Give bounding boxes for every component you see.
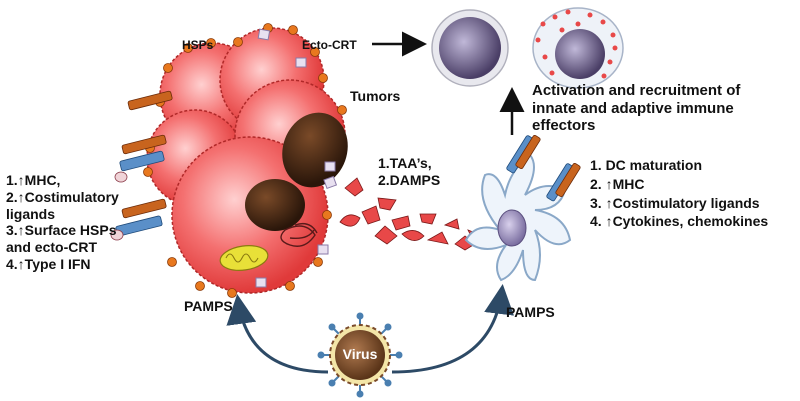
label-dc-changes: 1. DC maturation 2. ↑MHC 3. ↑Costimulato… — [590, 157, 769, 230]
label-virus: Virus — [342, 346, 378, 362]
label-tumor-changes: 1.↑MHC, 2.↑Costimulatory ligands 3.↑Surf… — [6, 172, 119, 272]
label-hsps: HSPs — [182, 38, 214, 52]
label-tumors: Tumors — [350, 88, 401, 104]
arrow-virus-to-dc — [391, 284, 514, 374]
virus-particle — [317, 312, 403, 398]
tumor-mhc-receptors — [110, 90, 173, 241]
tumor-debris — [339, 177, 479, 251]
tumor-cell-cluster — [110, 23, 348, 298]
lymphocyte — [431, 9, 509, 87]
label-pamps-right: PAMPS — [506, 304, 555, 320]
label-activation: Activation and recruitment of innate and… — [532, 82, 741, 135]
label-ecto-crt: Ecto-CRT — [302, 38, 357, 52]
activated-lymphocyte — [532, 7, 624, 89]
arrow-virus-to-tumor — [226, 294, 329, 374]
label-danger-signals: 1.TAA’s, 2.DAMPS — [378, 155, 441, 188]
label-pamps-left: PAMPS — [184, 298, 233, 314]
mitochondrion-icon — [219, 245, 269, 271]
dendritic-cell — [464, 134, 581, 282]
